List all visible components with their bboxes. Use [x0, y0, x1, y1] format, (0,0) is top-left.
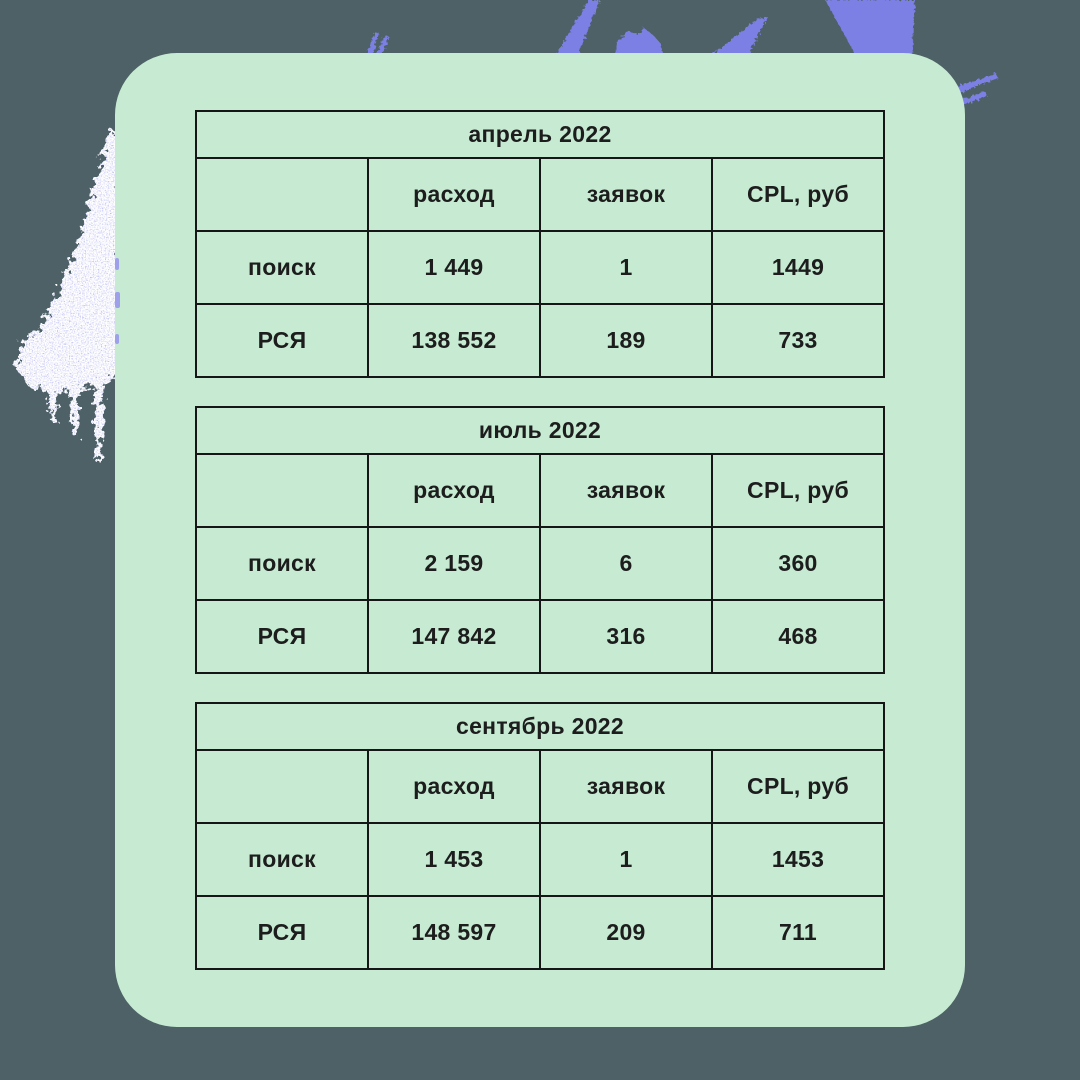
cell-expense: 1 453	[367, 822, 541, 897]
table-header-row: расход заявок CPL, руб	[195, 453, 885, 528]
table-row-search: поиск 1 449 1 1449	[195, 230, 885, 305]
column-header-cpl: CPL, руб	[711, 157, 885, 232]
table-header-row: расход заявок CPL, руб	[195, 157, 885, 232]
column-header-leads: заявок	[539, 453, 713, 528]
cell-leads: 209	[539, 895, 713, 970]
table-title-row: апрель 2022	[195, 110, 885, 159]
table-april-2022: апрель 2022 расход заявок CPL, руб поиск…	[195, 110, 885, 378]
table-row-search: поиск 1 453 1 1453	[195, 822, 885, 897]
cell-expense: 138 552	[367, 303, 541, 378]
brush-stroke-left	[16, 128, 119, 462]
corner-cell	[195, 157, 369, 232]
column-header-expense: расход	[367, 453, 541, 528]
cell-cpl: 1449	[711, 230, 885, 305]
table-title: сентябрь 2022	[195, 702, 885, 751]
corner-cell	[195, 749, 369, 824]
column-header-cpl: CPL, руб	[711, 453, 885, 528]
table-title-row: июль 2022	[195, 406, 885, 455]
cell-leads: 1	[539, 230, 713, 305]
table-header-row: расход заявок CPL, руб	[195, 749, 885, 824]
table-title: июль 2022	[195, 406, 885, 455]
row-label: РСЯ	[195, 895, 369, 970]
table-september-2022: сентябрь 2022 расход заявок CPL, руб пои…	[195, 702, 885, 970]
cell-expense: 147 842	[367, 599, 541, 674]
paint-specks-card-edge	[115, 258, 120, 344]
cell-leads: 1	[539, 822, 713, 897]
cell-expense: 148 597	[367, 895, 541, 970]
column-header-leads: заявок	[539, 157, 713, 232]
corner-cell	[195, 453, 369, 528]
brush-spike-double-slash	[366, 33, 389, 56]
table-row-rsya: РСЯ 148 597 209 711	[195, 895, 885, 970]
column-header-leads: заявок	[539, 749, 713, 824]
row-label: поиск	[195, 230, 369, 305]
row-label: РСЯ	[195, 599, 369, 674]
cell-cpl: 360	[711, 526, 885, 601]
column-header-expense: расход	[367, 749, 541, 824]
table-row-rsya: РСЯ 138 552 189 733	[195, 303, 885, 378]
column-header-cpl: CPL, руб	[711, 749, 885, 824]
cell-expense: 1 449	[367, 230, 541, 305]
brush-spikes-top	[556, 0, 915, 56]
table-title: апрель 2022	[195, 110, 885, 159]
cell-expense: 2 159	[367, 526, 541, 601]
cell-leads: 316	[539, 599, 713, 674]
column-header-expense: расход	[367, 157, 541, 232]
cell-cpl: 468	[711, 599, 885, 674]
table-title-row: сентябрь 2022	[195, 702, 885, 751]
row-label: поиск	[195, 526, 369, 601]
cell-cpl: 733	[711, 303, 885, 378]
table-row-rsya: РСЯ 147 842 316 468	[195, 599, 885, 674]
table-july-2022: июль 2022 расход заявок CPL, руб поиск 2…	[195, 406, 885, 674]
table-row-search: поиск 2 159 6 360	[195, 526, 885, 601]
cell-cpl: 711	[711, 895, 885, 970]
row-label: поиск	[195, 822, 369, 897]
content-card: апрель 2022 расход заявок CPL, руб поиск…	[115, 53, 965, 1027]
cell-cpl: 1453	[711, 822, 885, 897]
cell-leads: 189	[539, 303, 713, 378]
cell-leads: 6	[539, 526, 713, 601]
row-label: РСЯ	[195, 303, 369, 378]
